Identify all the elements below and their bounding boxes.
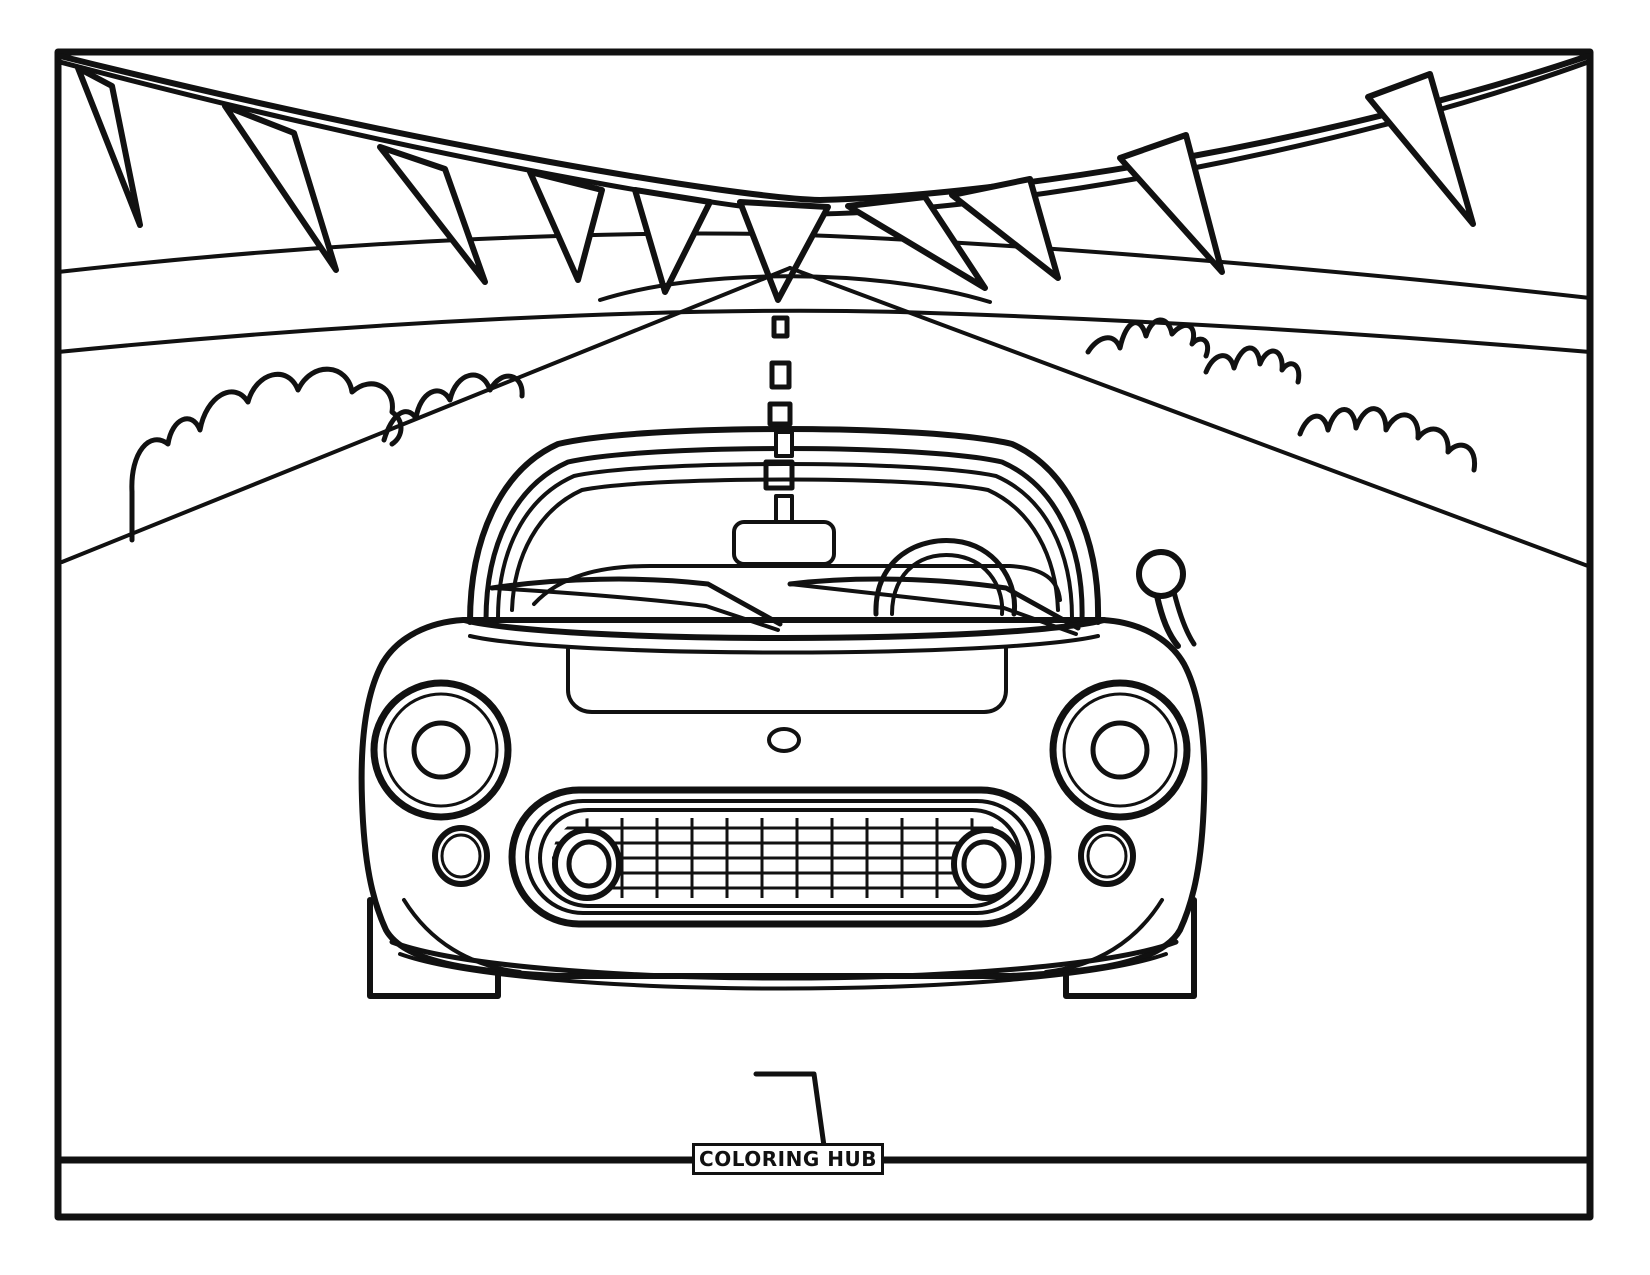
- car-roof-outer: [467, 426, 1102, 625]
- dashboard-cowl: [532, 564, 1062, 606]
- bush-rounded: [381, 372, 525, 443]
- side-mirror-head: [1136, 549, 1186, 599]
- fog-light-inner: [1086, 833, 1128, 879]
- watermark-label: COLORING HUB: [699, 1147, 877, 1171]
- bunting-pennant: [949, 176, 1061, 281]
- road-edge-left: [60, 266, 792, 564]
- bunting-pennant: [1365, 71, 1476, 227]
- bunting-pennant: [845, 194, 988, 291]
- bunting-string-upper: [57, 53, 1591, 203]
- headlight-ring-outer: [1049, 679, 1191, 821]
- headlight-bulb: [1090, 720, 1150, 780]
- grille-lamp-right: [951, 827, 1021, 901]
- mirror-stem-upper: [774, 430, 794, 458]
- bunting-garland: [57, 53, 1591, 303]
- fog-light-right: [1078, 825, 1136, 887]
- road: [60, 266, 1590, 568]
- side-mirror-stem: [1154, 593, 1181, 649]
- fender-crease-right: [1044, 898, 1164, 974]
- road-dash: [769, 360, 792, 390]
- grille-lamp-inner: [961, 839, 1007, 889]
- bunting-pennant: [377, 144, 488, 285]
- bunting-pennant: [75, 65, 143, 228]
- headlight-ring-outer: [370, 679, 512, 821]
- hood-emblem: [767, 727, 801, 753]
- road-dash: [767, 401, 793, 427]
- road-dash: [771, 315, 790, 339]
- rear-view-mirror: [732, 430, 836, 566]
- bunting-pennant: [527, 169, 605, 283]
- watermark-badge: COLORING HUB: [692, 1143, 884, 1175]
- headlight-ring-mid: [1062, 692, 1178, 808]
- headlight-bulb: [411, 720, 471, 780]
- side-mirror-stem-back: [1171, 589, 1197, 647]
- car-front-view: [358, 426, 1208, 999]
- hood-top-edge-inner: [468, 634, 1100, 655]
- windshield-wiper-right-blade: [788, 582, 1078, 636]
- hood-top-edge: [461, 617, 1107, 641]
- bunting-pennant: [1117, 132, 1225, 275]
- headlight-left: [370, 679, 512, 821]
- grille: [508, 786, 1052, 928]
- car-windshield: [510, 477, 1060, 612]
- windshield-wiper-left-blade: [490, 586, 780, 632]
- hood-panel: [566, 646, 1008, 714]
- bunting-pennant: [222, 103, 339, 273]
- grille-lamp-inner: [566, 839, 612, 889]
- bush-rounded: [129, 366, 404, 495]
- side-mirror: [1136, 549, 1197, 649]
- grass-tuft: [1297, 406, 1478, 473]
- road-dash: [763, 459, 795, 491]
- windshield-wiper-right: [787, 576, 1081, 631]
- horizon-line-near: [56, 308, 1592, 354]
- grass-tuft: [1085, 317, 1210, 359]
- left-bushes: [129, 366, 525, 543]
- bunting-pennant: [632, 187, 713, 295]
- windshield-wiper-left: [489, 576, 783, 627]
- grille-mid-bezel: [525, 799, 1035, 915]
- mirror-glass: [732, 520, 836, 566]
- fog-light-left: [432, 825, 490, 887]
- fog-light-inner: [440, 833, 482, 879]
- car-bumper-inner: [398, 952, 1168, 991]
- fender-crease-left: [402, 898, 522, 974]
- steering-wheel: [873, 538, 1018, 617]
- grille-lamp-left: [552, 827, 622, 901]
- road-vanishing-hill: [598, 274, 992, 304]
- headlight-ring-mid: [383, 692, 499, 808]
- headlight-right: [1049, 679, 1191, 821]
- bunting-pennant: [737, 199, 831, 303]
- road-edge-right: [788, 266, 1590, 568]
- right-grass: [1085, 317, 1478, 473]
- car-roof-band: [496, 462, 1074, 620]
- steering-wheel-inner: [890, 553, 1005, 616]
- grass-tuft: [1203, 345, 1302, 385]
- watermark-post: [745, 1071, 827, 1149]
